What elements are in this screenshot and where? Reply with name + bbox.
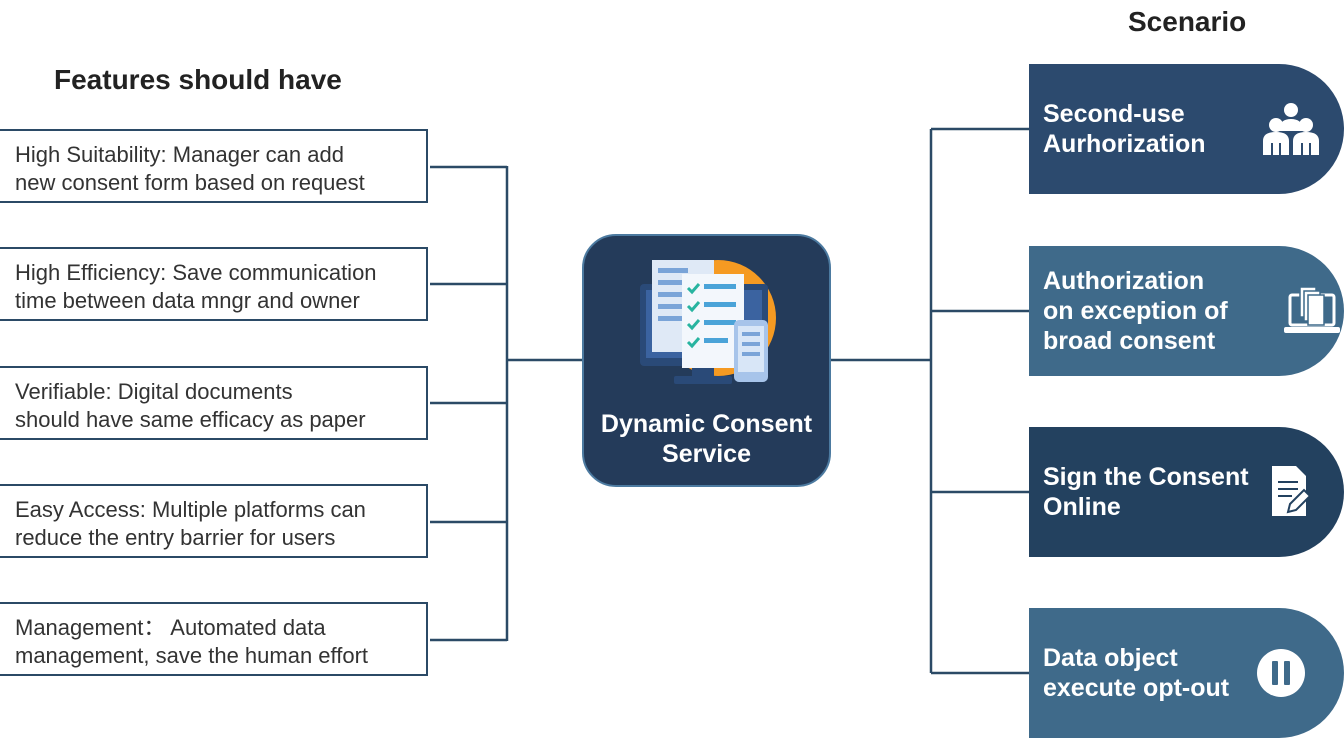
scenario-heading: Scenario [1128, 6, 1247, 37]
scenario-label-line: Authorization [1043, 267, 1205, 295]
feature-box-easy-access: Easy Access: Multiple platforms can redu… [0, 484, 428, 558]
scenario-label-line: Second-use [1043, 100, 1185, 128]
features-heading: Features should have [54, 64, 342, 95]
feature-line: should have same efficacy as paper [15, 407, 366, 432]
scenario-label-line: execute opt-out [1043, 674, 1230, 702]
feature-line: management, save the human effort [15, 643, 369, 668]
feature-line: new consent form based on request [15, 170, 365, 195]
feature-line: reduce the entry barrier for users [15, 525, 336, 550]
scenario-label: Sign the Consent Online [1043, 462, 1249, 522]
dynamic-consent-service-node: Dynamic Consent Service [582, 234, 831, 487]
feature-line: High Efficiency: Save communication [15, 260, 377, 285]
scenario-label-line: broad consent [1043, 327, 1216, 355]
scenario-label: Data object execute opt-out [1043, 643, 1229, 703]
feature-box-high-suitability: High Suitability: Manager can add new co… [0, 129, 428, 203]
feature-line: High Suitability: Manager can add [15, 142, 344, 167]
scenario-authorization-broad-consent: Authorization on exception of broad cons… [1029, 246, 1344, 376]
center-label-line: Dynamic Consent [600, 410, 813, 438]
people-group-icon [1263, 103, 1319, 155]
feature-line: time between data mngr and owner [15, 288, 360, 313]
scenario-label-line: Aurhorization [1043, 130, 1206, 158]
scenario-label-line: Online [1043, 493, 1121, 521]
scenario-data-object-opt-out: Data object execute opt-out [1029, 608, 1344, 738]
feature-line: Management： Automated data [15, 615, 326, 640]
feature-line: Easy Access: Multiple platforms can [15, 497, 366, 522]
scenario-label: Second-use Aurhorization [1043, 99, 1206, 159]
document-sign-icon [1272, 466, 1312, 516]
center-label-line: Service [662, 440, 751, 468]
laptop-documents-icon [1284, 286, 1340, 333]
feature-box-high-efficiency: High Efficiency: Save communication time… [0, 247, 428, 321]
computer-documents-icon [640, 260, 776, 384]
center-label: Dynamic Consent Service [584, 409, 829, 469]
feature-box-verifiable: Verifiable: Digital documents should hav… [0, 366, 428, 440]
scenario-second-use-authorization: Second-use Aurhorization [1029, 64, 1344, 194]
feature-box-management: Management： Automated data management, s… [0, 602, 428, 676]
pause-icon [1257, 649, 1305, 697]
scenario-sign-consent-online: Sign the Consent Online [1029, 427, 1344, 557]
scenario-label: Authorization on exception of broad cons… [1043, 266, 1228, 356]
scenario-label-line: Sign the Consent [1043, 463, 1249, 491]
feature-line: Verifiable: Digital documents [15, 379, 293, 404]
scenario-label-line: on exception of [1043, 297, 1228, 325]
scenario-label-line: Data object [1043, 644, 1178, 672]
